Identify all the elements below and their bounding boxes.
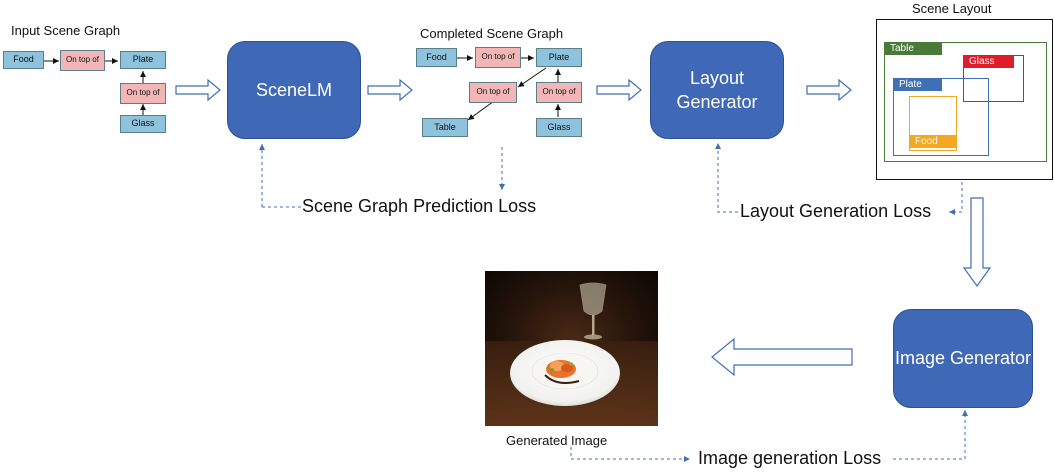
completed-node-relation-table: On top of xyxy=(469,82,517,103)
flow-arrow-layoutgen-to-layout xyxy=(806,78,852,102)
input-node-food: Food xyxy=(3,51,44,69)
scene-layout-title: Scene Layout xyxy=(912,1,992,16)
input-node-plate: Plate xyxy=(120,51,166,69)
scene-graph-loss-label: Scene Graph Prediction Loss xyxy=(302,196,537,216)
layout-tag-glass: Glass xyxy=(963,55,1014,68)
generated-image-caption: Generated Image xyxy=(506,433,608,448)
input-node-relation-1: On top of xyxy=(60,50,105,71)
flow-arrow-scenelm-to-completed xyxy=(367,78,413,102)
layout-box-food xyxy=(909,96,957,151)
completed-node-relation-1: On top of xyxy=(475,47,521,68)
layout-generator-box: Layout Generator xyxy=(650,41,784,139)
flow-arrow-imagegen-to-image xyxy=(711,337,853,377)
input-graph-title: Input Scene Graph xyxy=(11,23,121,38)
input-node-glass: Glass xyxy=(120,115,166,133)
completed-node-plate: Plate xyxy=(536,48,582,67)
input-node-relation-2: On top of xyxy=(120,83,166,104)
completed-node-relation-glass: On top of xyxy=(536,82,582,103)
image-generator-box: Image Generator xyxy=(893,309,1033,408)
loss-line-layout-right xyxy=(949,182,963,215)
loss-line-image-left xyxy=(570,447,690,462)
completed-edge-reltable-table xyxy=(467,100,495,121)
loss-line-image-right xyxy=(893,410,968,460)
scene-layout-frame: Table Glass Plate Food xyxy=(876,19,1053,180)
flow-arrow-completed-to-layoutgen xyxy=(596,78,642,102)
layout-tag-plate: Plate xyxy=(893,78,942,91)
layout-loss-label: Layout Generation Loss xyxy=(740,201,932,221)
generated-image-photo xyxy=(485,271,658,426)
layout-box-table xyxy=(884,42,1047,162)
scenelm-box: SceneLM xyxy=(227,41,361,139)
flow-arrow-layout-to-imagegen xyxy=(962,197,992,288)
completed-edge-plate-reltable xyxy=(517,67,547,88)
layout-tag-table: Table xyxy=(884,42,942,55)
completed-node-glass: Glass xyxy=(536,118,582,137)
completed-graph-title: Completed Scene Graph xyxy=(420,26,564,41)
layout-tag-food: Food xyxy=(909,135,957,148)
completed-node-food: Food xyxy=(416,48,457,67)
image-loss-label: Image generation Loss xyxy=(698,448,882,468)
flow-arrow-input-to-scenelm xyxy=(175,78,221,102)
completed-node-table: Table xyxy=(422,118,468,137)
loss-line-layout-left xyxy=(715,143,738,213)
